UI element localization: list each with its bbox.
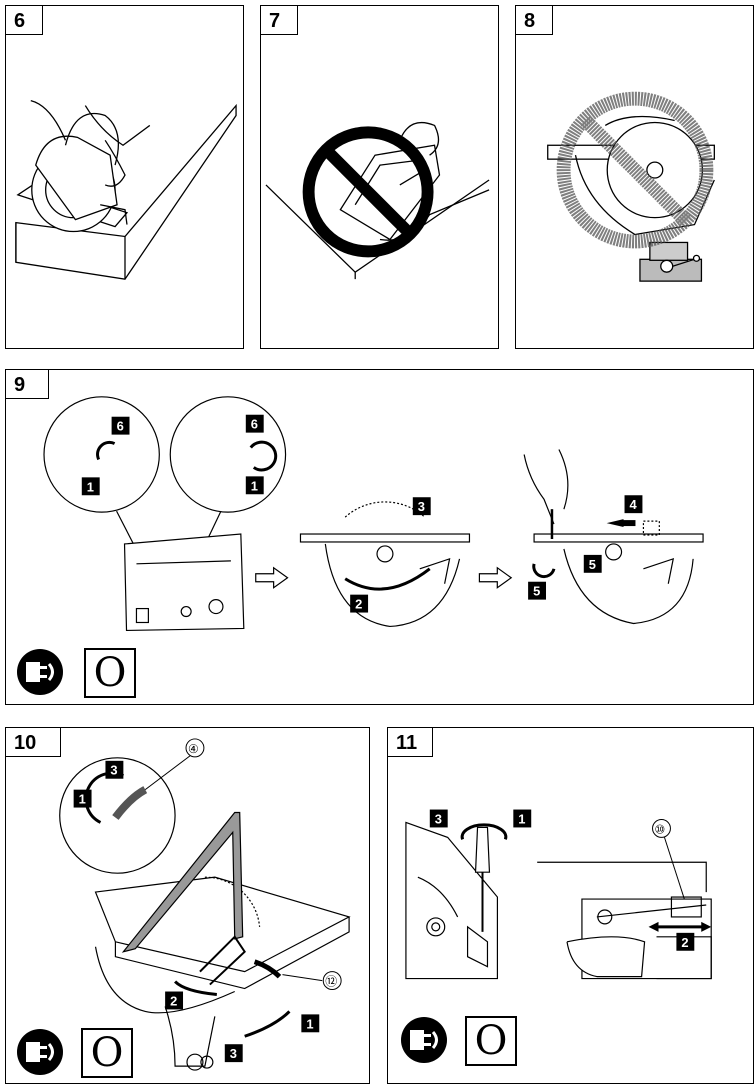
square-alignment-illustration: 3 1 2 1 3 ④ ⑫ — [59, 738, 351, 1071]
callouts: ④ ⑫ — [144, 738, 342, 991]
mode-indicator: O — [465, 1016, 517, 1066]
step-label: 1 — [87, 479, 94, 494]
saw-cutting-board-illustration — [15, 100, 237, 280]
callout-label: ④ — [188, 742, 199, 756]
step-label: 6 — [117, 419, 124, 434]
figure-number: 8 — [515, 5, 553, 35]
no-symbol-icon — [302, 126, 434, 258]
figure-11: 11 3 — [387, 727, 754, 1084]
figure-8: 8 — [515, 5, 754, 349]
figure-9: 9 — [5, 369, 754, 705]
step-label: 2 — [681, 935, 688, 950]
saw-wrong-direction-illustration — [265, 122, 490, 280]
figure-number: 11 — [387, 727, 433, 757]
figure-number: 7 — [260, 5, 298, 35]
step-label: 3 — [110, 763, 117, 778]
unplug-icon — [17, 649, 63, 695]
step-badges: 3 1 2 1 3 — [73, 760, 320, 1063]
callout-label: ⑩ — [655, 822, 666, 836]
mode-indicator: O — [81, 1028, 133, 1078]
figure-6: 6 — [5, 5, 244, 349]
callouts: ⑩ — [652, 818, 685, 900]
step-label: 3 — [230, 1046, 237, 1061]
no-symbol-icon — [556, 91, 714, 249]
cutting-indicator-adjustment-illustration: 3 1 2 ⑩ — [405, 809, 712, 980]
figure-number: 9 — [5, 369, 49, 399]
step-label: 3 — [435, 811, 442, 826]
figure-10: 10 3 1 — [5, 727, 370, 1084]
step-badges: 3 1 2 — [429, 809, 695, 951]
step-label: 3 — [418, 499, 425, 514]
step-label: 6 — [251, 417, 258, 432]
step-badges: 6 1 6 1 3 2 4 5 5 — [81, 414, 643, 613]
saw-in-vise-prohibited-illustration — [547, 91, 715, 282]
figure-number: 10 — [5, 727, 61, 757]
blade-guard-adjustment-illustration: 6 1 6 1 3 2 4 5 5 — [43, 396, 704, 632]
figure-number: 6 — [5, 5, 43, 35]
step-label: 1 — [306, 1016, 313, 1031]
mode-indicator: O — [84, 648, 136, 698]
step-label: 1 — [518, 811, 525, 826]
step-label: 1 — [79, 792, 86, 807]
figure-7: 7 — [260, 5, 499, 349]
step-label: 4 — [630, 497, 638, 512]
callout-label: ⑫ — [325, 975, 337, 989]
step-label: 5 — [589, 557, 596, 572]
step-label: 2 — [355, 597, 362, 612]
step-label: 1 — [251, 478, 258, 493]
step-label: 2 — [170, 993, 177, 1008]
step-label: 5 — [533, 584, 540, 599]
unplug-icon — [17, 1029, 63, 1075]
unplug-icon — [401, 1017, 447, 1063]
